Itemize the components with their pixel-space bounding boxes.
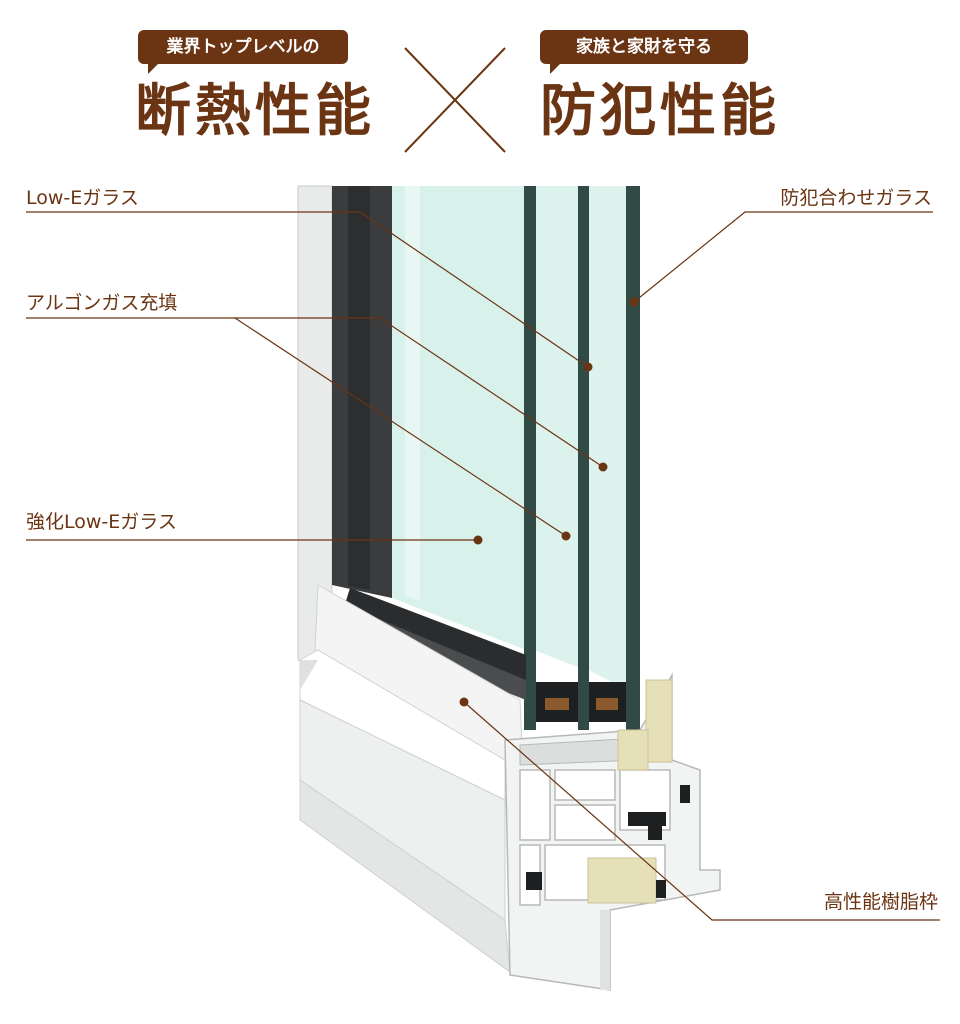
- leader-lines: [26, 211, 940, 921]
- badge-tail: [550, 64, 560, 74]
- callout-security-glass: 防犯合わせガラス: [780, 187, 932, 209]
- glass-edge-2: [578, 186, 589, 730]
- callout-argon-gas: アルゴンガス充填: [26, 292, 178, 314]
- cross-mark: [404, 47, 506, 153]
- callout-low-e-glass: Low-Eガラス: [26, 187, 139, 209]
- callout-tempered-low-e: 強化Low-Eガラス: [26, 511, 177, 533]
- foam-insulation-2: [617, 729, 649, 771]
- security-badge: 家族と家財を守る: [540, 30, 748, 74]
- insulation-title: 断熱性能: [135, 79, 375, 144]
- leader-dots: [459, 297, 639, 707]
- foam-insulation-3: [587, 857, 657, 904]
- badge-tail: [148, 64, 158, 74]
- leader-security-glass: [633, 211, 933, 303]
- callout-resin-frame: 高性能樹脂枠: [823, 891, 938, 913]
- leader-argon: [26, 317, 604, 468]
- security-badge-text: 家族と家財を守る: [576, 37, 712, 57]
- glass-edge-1: [524, 186, 536, 730]
- leader-resin-frame: [463, 701, 940, 921]
- security-title: 防犯性能: [540, 79, 780, 144]
- leader-low-e: [26, 211, 589, 368]
- glass-pane-middle: [534, 186, 580, 668]
- resin-frame-section: [504, 672, 721, 991]
- insulation-badge-text: 業界トップレベルの: [166, 37, 320, 57]
- insulation-badge: 業界トップレベルの: [138, 30, 348, 74]
- leader-argon-2: [234, 317, 567, 537]
- glass-pane-outer: [588, 186, 628, 690]
- foam-insulation-1: [645, 679, 673, 763]
- glass-edge-3: [626, 186, 640, 730]
